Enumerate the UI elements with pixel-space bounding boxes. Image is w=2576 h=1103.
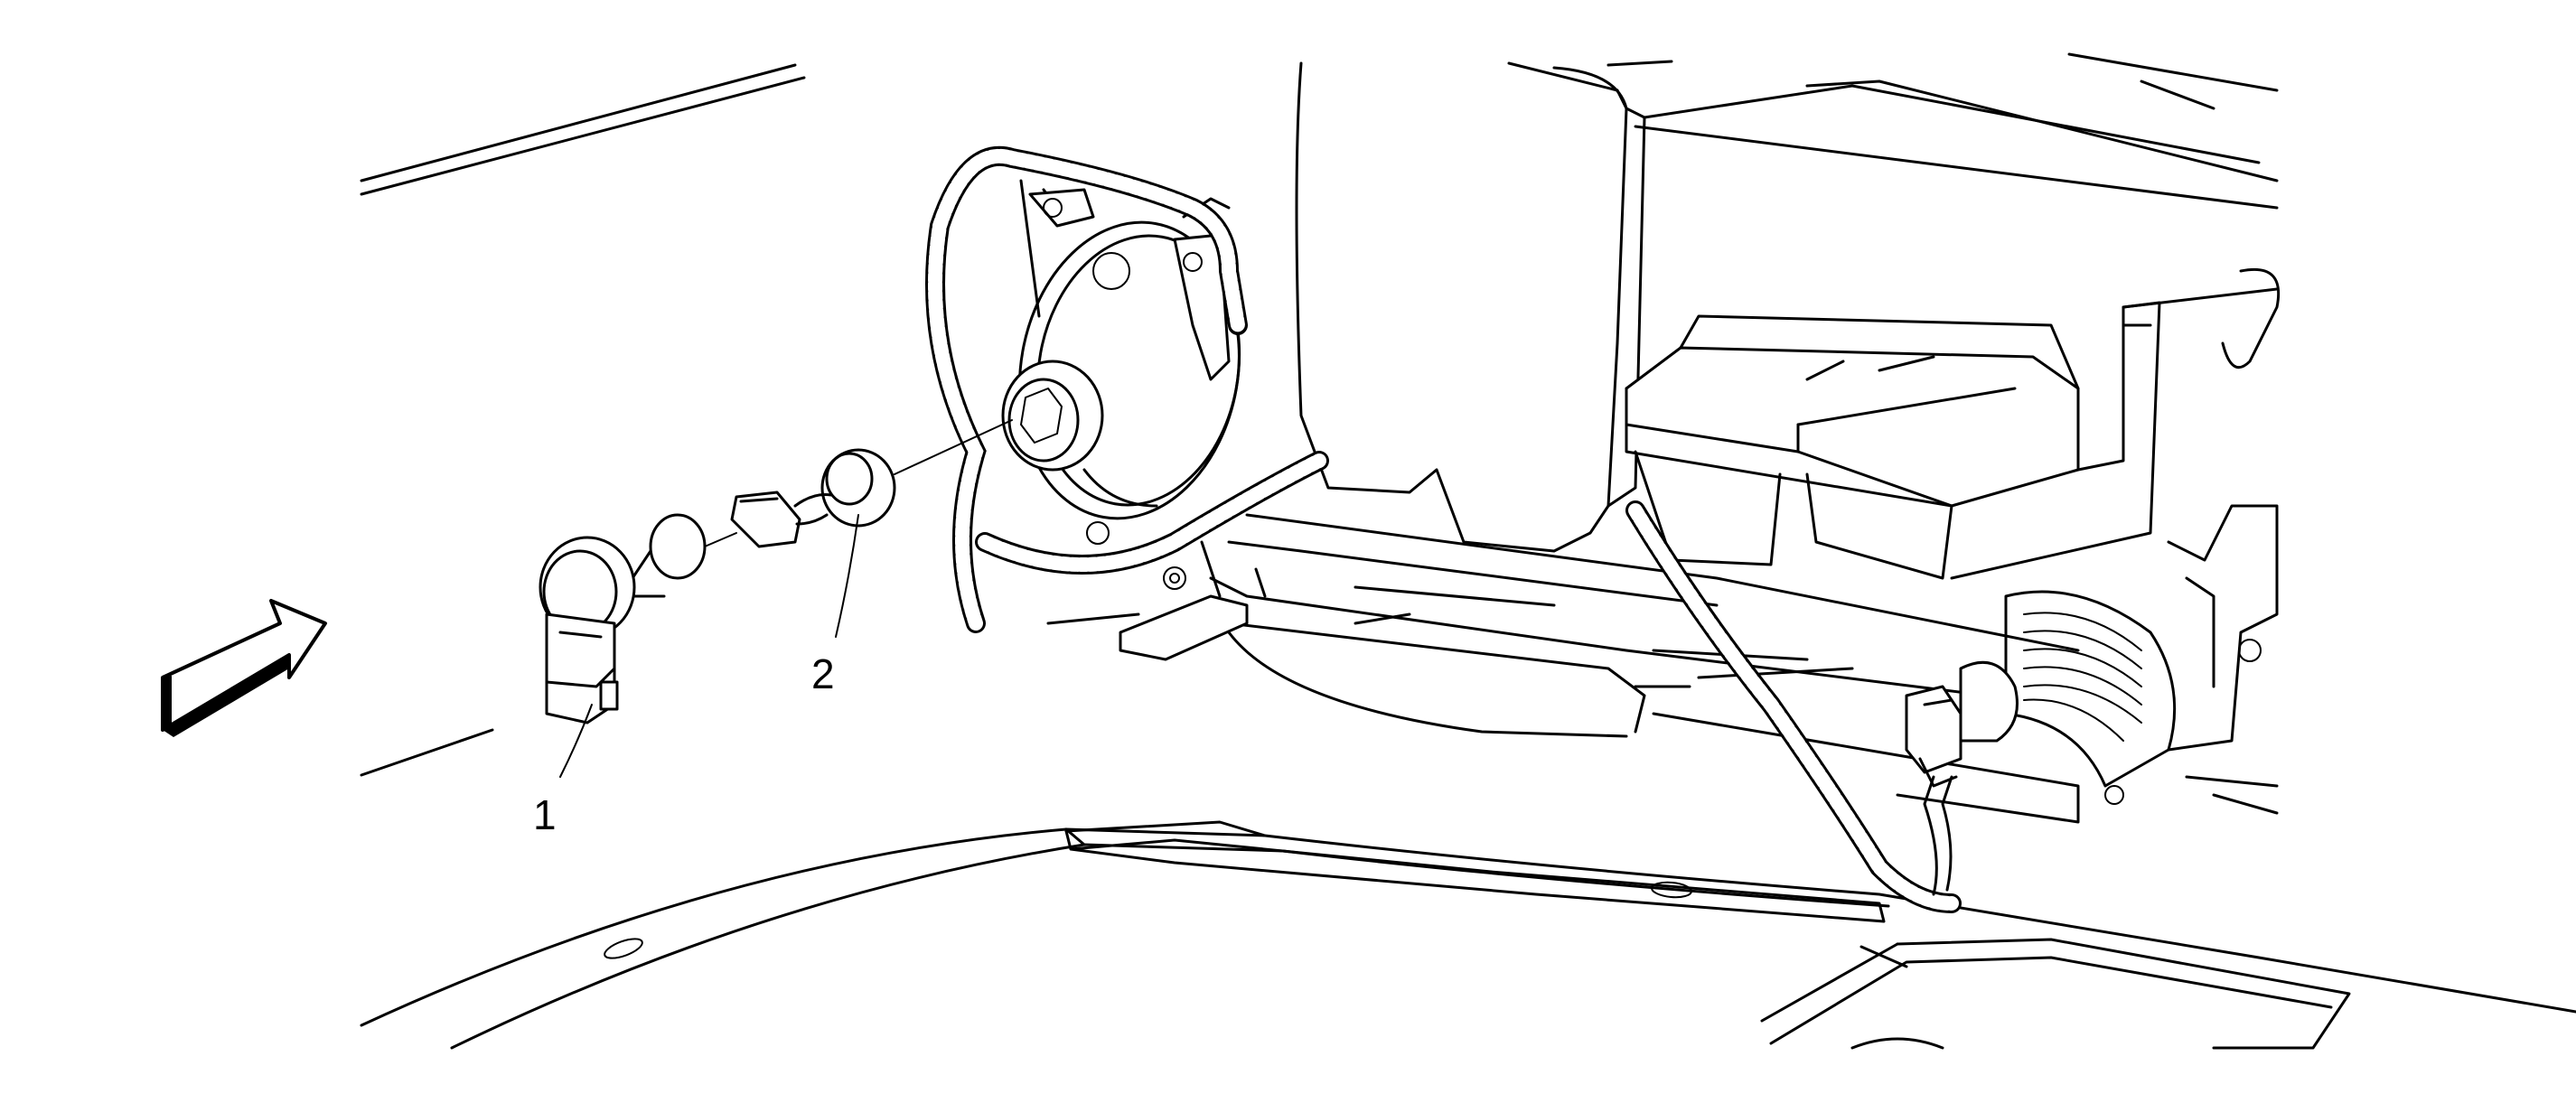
air-intake-box — [1625, 267, 2281, 580]
alignment-line-2 — [704, 532, 737, 547]
wiring-harness — [925, 145, 1962, 913]
hood-panel-edge — [360, 63, 806, 777]
callout-1-leader — [559, 704, 593, 778]
forward-arrow-icon — [161, 599, 327, 737]
callout-2-label: 2 — [811, 650, 835, 697]
air-intake-hose — [2004, 504, 2279, 815]
radiator-support — [1295, 52, 2279, 553]
front-fascia — [360, 820, 2576, 1050]
harness-connector — [1905, 660, 2019, 788]
callout-2-leader — [835, 514, 859, 638]
fog-lamp-bulb — [539, 513, 707, 724]
alignment-line — [894, 419, 1013, 475]
callout-1-label: 1 — [533, 791, 557, 838]
bulb-seal — [730, 448, 896, 548]
fog-lamp-bracket — [1119, 540, 1249, 661]
lower-tray — [1760, 938, 2351, 1050]
fascia-support-rail — [1046, 513, 2080, 824]
fog-lamp-housing — [1001, 179, 1241, 545]
